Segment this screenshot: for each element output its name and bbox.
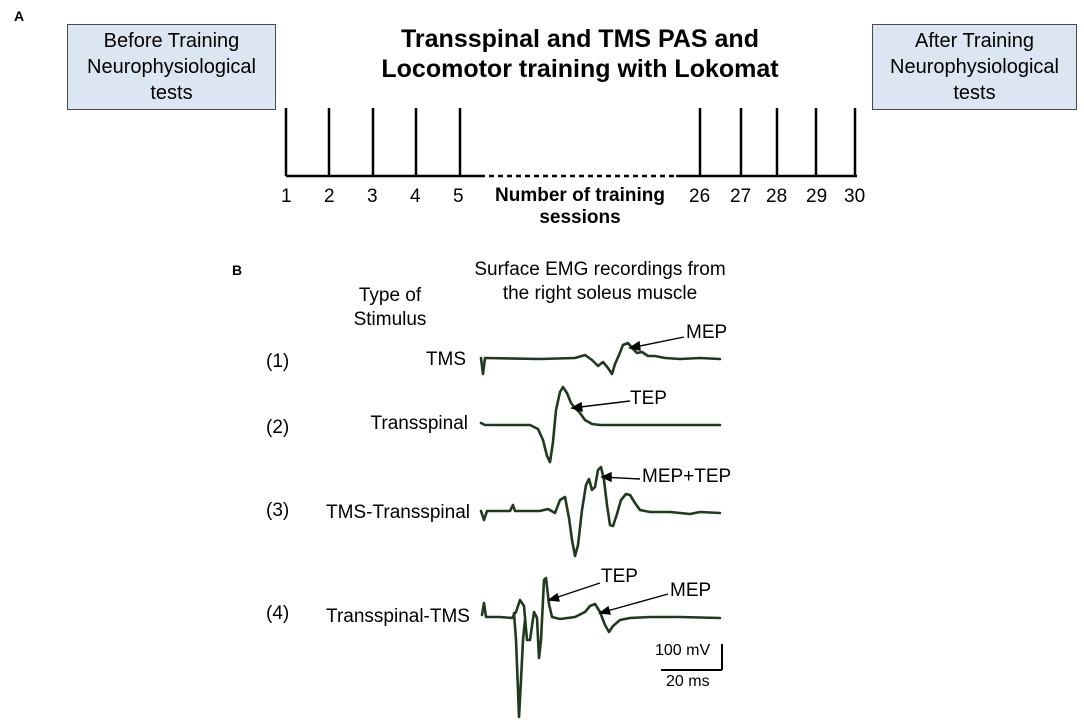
row-2-number: (2) bbox=[266, 417, 290, 438]
annotation-meptep-3: MEP+TEP bbox=[642, 466, 732, 487]
tick-label-3: 3 bbox=[367, 186, 378, 207]
row-1-number: (1) bbox=[266, 351, 290, 372]
trace-transspinal bbox=[479, 385, 722, 464]
annotation-tep-2: TEP bbox=[630, 388, 667, 409]
after-training-box: After Training Neurophysiological tests bbox=[872, 24, 1077, 110]
trace-tms bbox=[479, 341, 722, 376]
arrowhead-meptep-3 bbox=[600, 471, 612, 483]
before-box-line-1: Before Training bbox=[103, 30, 240, 52]
sessions-label-line-2: sessions bbox=[539, 207, 621, 228]
row-2-stimulus: Transspinal bbox=[370, 413, 468, 434]
after-box-line-1: After Training bbox=[915, 30, 1034, 52]
tick-label-1: 1 bbox=[281, 186, 292, 207]
emg-header: Surface EMG recordings from the right so… bbox=[440, 258, 760, 306]
row-3-number: (3) bbox=[266, 500, 290, 521]
arrowhead-mep-1 bbox=[628, 340, 641, 351]
scale-label-time: 20 ms bbox=[666, 673, 710, 690]
before-training-box: Before Training Neurophysiological tests bbox=[67, 24, 276, 110]
tick-label-2: 2 bbox=[324, 186, 335, 207]
before-box-line-2: Neurophysiological bbox=[87, 56, 256, 78]
stimulus-header-line-2: Stimulus bbox=[353, 309, 427, 330]
session-timeline bbox=[284, 108, 857, 178]
training-title: Transspinal and TMS PAS and Locomotor tr… bbox=[300, 24, 860, 84]
annotation-mep-4: MEP bbox=[670, 580, 712, 601]
emg-header-line-1: Surface EMG recordings from bbox=[474, 259, 726, 280]
trace-tms-transspinal bbox=[479, 465, 722, 558]
arrow-mep-4 bbox=[599, 593, 669, 614]
annotation-mep-1: MEP bbox=[686, 322, 728, 343]
title-line-1: Transspinal and TMS PAS and bbox=[401, 25, 759, 53]
panel-b-letter: B bbox=[232, 262, 243, 278]
stimulus-type-header: Type of Stimulus bbox=[330, 284, 450, 332]
row-3-stimulus: TMS-Transspinal bbox=[326, 502, 470, 523]
row-4-stimulus: Transspinal-TMS bbox=[326, 606, 470, 627]
scale-bar bbox=[661, 644, 723, 671]
before-box-line-3: tests bbox=[150, 82, 193, 104]
trace-transspinal-artifact bbox=[512, 611, 527, 719]
trace-transspinal-tms bbox=[480, 576, 722, 660]
sessions-label-line-1: Number of training bbox=[495, 185, 665, 206]
emg-header-line-2: the right soleus muscle bbox=[502, 283, 698, 304]
after-box-line-3: tests bbox=[953, 82, 996, 104]
stimulus-header-line-1: Type of bbox=[358, 285, 422, 306]
arrowhead-tep-4 bbox=[547, 592, 560, 602]
tick-label-4: 4 bbox=[410, 186, 421, 207]
row-1-stimulus: TMS bbox=[425, 349, 466, 370]
scale-label-voltage: 100 mV bbox=[655, 642, 711, 659]
arrowhead-mep-4 bbox=[598, 605, 611, 615]
emg-traces bbox=[479, 341, 722, 719]
tick-label-28: 28 bbox=[766, 186, 788, 207]
after-box-line-2: Neurophysiological bbox=[890, 56, 1059, 78]
tick-label-27: 27 bbox=[730, 186, 752, 207]
tick-label-26: 26 bbox=[689, 186, 711, 207]
annotation-arrows bbox=[547, 336, 685, 615]
arrowhead-tep-2 bbox=[570, 401, 583, 412]
training-sessions-label: Number of training sessions bbox=[482, 185, 678, 229]
panel-a-letter: A bbox=[14, 8, 25, 24]
annotation-tep-4: TEP bbox=[601, 566, 638, 587]
row-4-number: (4) bbox=[266, 603, 290, 624]
tick-label-5: 5 bbox=[453, 186, 464, 207]
tick-label-30: 30 bbox=[844, 186, 866, 207]
tick-label-29: 29 bbox=[806, 186, 828, 207]
title-line-2: Locomotor training with Lokomat bbox=[381, 55, 779, 83]
